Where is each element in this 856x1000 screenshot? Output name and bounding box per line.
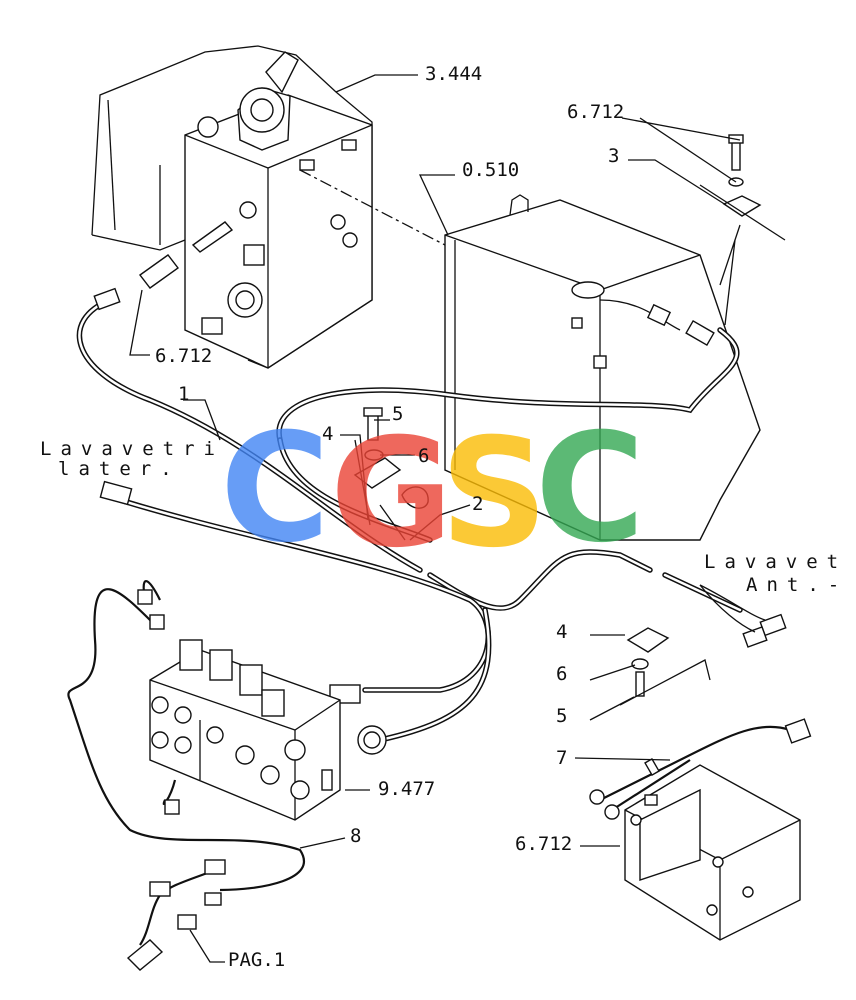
note-right-line1: Lavavet — [704, 551, 847, 573]
clip-group — [353, 407, 429, 509]
note-right-line2: Ant.- — [746, 574, 848, 596]
label-bracket-ref-top: 3 — [608, 145, 619, 167]
assembly-axis — [299, 169, 446, 246]
label-page-ref: PAG.1 — [228, 949, 285, 971]
label-lower-ref-7: 7 — [556, 747, 567, 769]
watermark-letter-c1: C — [220, 402, 330, 576]
label-clip-ref-6: 6 — [418, 445, 429, 467]
label-bolt-ref-top: 6.712 — [567, 101, 624, 123]
watermark-letter-s: S — [440, 407, 548, 581]
harness-7 — [589, 718, 812, 820]
label-motor-ref: 6.712 — [515, 833, 572, 855]
label-clip-ref-4: 4 — [322, 423, 333, 445]
label-clip-ref-2: 2 — [472, 493, 483, 515]
label-lower-ref-5: 5 — [556, 705, 567, 727]
label-connector-ref-left: 6.712 — [155, 345, 212, 367]
main-harness — [76, 287, 787, 755]
watermark: C G S C — [220, 402, 645, 581]
label-lower-ref-6: 6 — [556, 663, 567, 685]
washer-tank-assembly — [91, 45, 373, 369]
label-lower-ref-4: 4 — [556, 621, 567, 643]
electrical-box — [444, 194, 761, 541]
wiper-motor — [624, 764, 801, 941]
valve-harness — [67, 579, 305, 971]
label-box-ref: 0.510 — [462, 159, 519, 181]
lower-clip-group — [619, 627, 711, 706]
label-valve-ref: 9.477 — [378, 778, 435, 800]
reference-labels: 3.444 0.510 6.712 3 6.712 1 Lavavetri la… — [40, 63, 848, 971]
watermark-letter-c2: C — [535, 402, 645, 576]
label-clip-ref-5: 5 — [392, 403, 403, 425]
bracket-top-right — [699, 134, 786, 326]
label-harness-ref-8: 8 — [350, 825, 361, 847]
note-left-line2: later. — [58, 458, 181, 480]
watermark-letter-g: G — [330, 407, 453, 581]
label-harness-ref: 1 — [178, 383, 189, 405]
leader-lines — [129, 74, 741, 963]
label-tank-ref: 3.444 — [425, 63, 482, 85]
note-left-line1: Lavavetri — [40, 438, 224, 460]
valve-block — [149, 639, 341, 821]
